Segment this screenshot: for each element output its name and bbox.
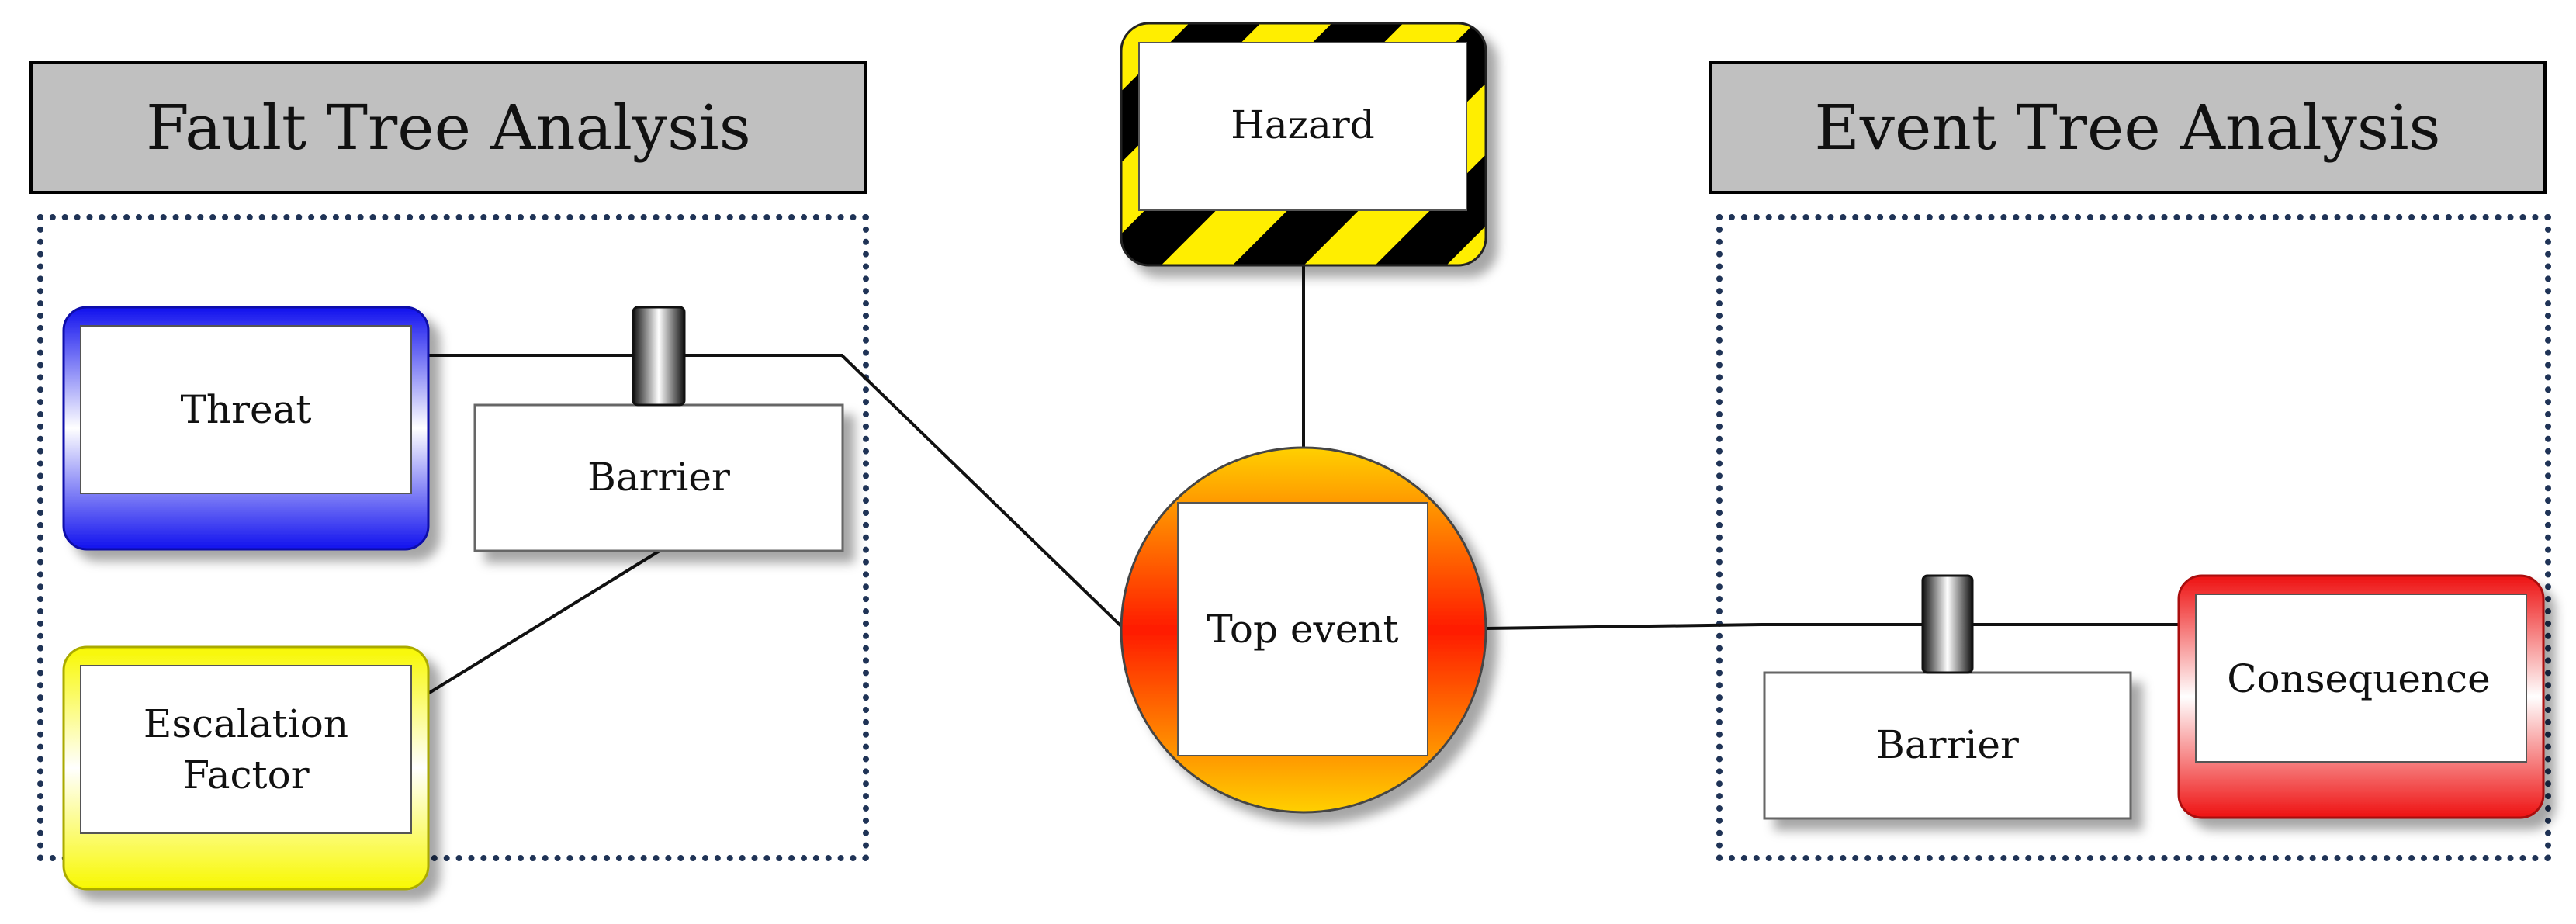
fault-tree-frame: [37, 214, 869, 861]
fault-tree-header: Fault Tree Analysis: [29, 61, 867, 194]
event-tree-header: Event Tree Analysis: [1709, 61, 2547, 194]
threat-to-top-event-line: [428, 354, 1127, 632]
consequence-label: Consequence: [2227, 656, 2490, 701]
barrier-right-clip-icon: [1921, 574, 1974, 674]
escalation-factor-node: Escalation Factor: [62, 645, 430, 891]
barrier-to-escalation-line: [425, 549, 661, 696]
connectors: [425, 264, 2180, 696]
top-event-node: Top event: [1120, 446, 1487, 814]
fault-tree-title: Fault Tree Analysis: [146, 91, 751, 164]
top-event-label: Top event: [1207, 607, 1398, 652]
hazard-label: Hazard: [1231, 102, 1374, 147]
threat-label: Threat: [181, 387, 312, 432]
event-tree-title: Event Tree Analysis: [1814, 91, 2441, 164]
barrier-left-clip-icon: [632, 306, 686, 407]
hazard-node: Hazard: [1120, 22, 1487, 267]
top-event-to-consequence-line: [1485, 623, 2180, 630]
barrier-right-label: Barrier: [1876, 722, 2019, 767]
barrier-left-label: Barrier: [587, 455, 730, 500]
barrier-right-node: Barrier: [1763, 574, 2132, 820]
consequence-node: Consequence: [2177, 574, 2545, 819]
escalation-label-line1: Escalation: [144, 701, 348, 746]
barrier-left-node: Barrier: [473, 306, 844, 552]
escalation-label-line2: Factor: [182, 753, 309, 798]
threat-node: Threat: [62, 306, 430, 551]
event-tree-frame: [1716, 214, 2551, 861]
